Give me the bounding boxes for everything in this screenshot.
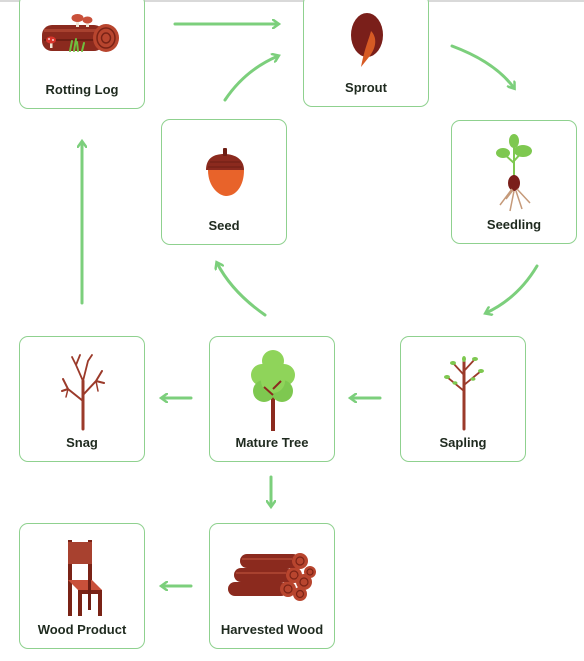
node-harvested-wood: Harvested Wood xyxy=(209,523,335,649)
rotting-log-icon xyxy=(42,14,119,52)
node-wood-product: Wood Product xyxy=(19,523,145,649)
node-label: Mature Tree xyxy=(235,435,309,450)
node-label: Sprout xyxy=(345,80,387,95)
sapling-icon xyxy=(444,356,484,431)
sprout-seed-icon xyxy=(351,13,383,67)
chair-icon xyxy=(68,540,102,616)
tree-icon xyxy=(251,350,295,431)
node-mature-tree: Mature Tree xyxy=(209,336,335,462)
log-pile-icon xyxy=(228,553,316,601)
seedling-icon xyxy=(496,134,532,212)
node-label: Sapling xyxy=(439,435,487,450)
node-sprout: Sprout xyxy=(303,0,429,107)
bare-tree-icon xyxy=(61,354,105,431)
top-divider xyxy=(0,0,584,2)
arrow-maturetree-to-seed xyxy=(217,263,267,317)
node-rotting-log: Rotting Log xyxy=(19,0,145,109)
node-label: Snag xyxy=(66,435,98,450)
node-label: Harvested Wood xyxy=(220,622,324,637)
arrow-seedling-to-sapling xyxy=(486,264,539,313)
node-snag: Snag xyxy=(19,336,145,462)
acorn-icon xyxy=(206,148,244,196)
node-seedling: Seedling xyxy=(451,120,577,244)
node-sapling: Sapling xyxy=(400,336,526,462)
node-label: Wood Product xyxy=(37,622,127,637)
arrow-sprout-to-seedling xyxy=(450,44,514,88)
node-seed: Seed xyxy=(161,119,287,245)
node-label: Seedling xyxy=(486,217,542,232)
arrow-seed-to-sprout xyxy=(223,56,278,102)
node-label: Rotting Log xyxy=(45,82,119,97)
node-label: Seed xyxy=(208,218,240,233)
